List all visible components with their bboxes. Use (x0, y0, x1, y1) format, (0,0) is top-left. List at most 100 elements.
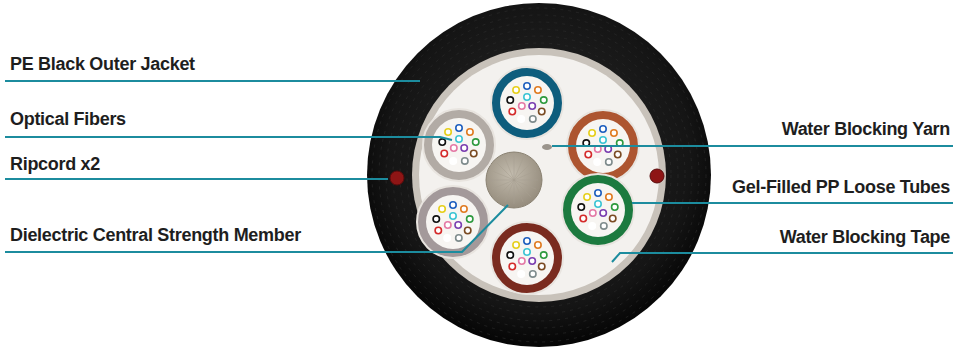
optical-fiber (450, 202, 456, 208)
optical-fiber (441, 150, 447, 156)
optical-fiber (589, 130, 595, 136)
optical-fiber (519, 103, 525, 109)
leader-line (5, 178, 388, 180)
optical-fiber (594, 159, 600, 165)
optical-fiber (467, 129, 473, 135)
optical-fiber (529, 258, 535, 264)
optical-fiber (530, 271, 536, 277)
callout-label: Gel-Filled PP Loose Tubes (732, 178, 950, 198)
optical-fiber (535, 87, 541, 93)
optical-fiber (519, 258, 525, 264)
leader-line (5, 80, 420, 82)
loose-tube (491, 222, 563, 294)
optical-fiber (612, 204, 618, 210)
member-texture (492, 171, 536, 189)
optical-fiber (524, 83, 530, 89)
optical-fiber (600, 126, 606, 132)
loose-tube (562, 174, 634, 246)
optical-fiber (600, 137, 606, 143)
optical-fiber (465, 227, 471, 233)
optical-fiber (451, 145, 457, 151)
callout-label: PE Black Outer Jacket (10, 55, 195, 75)
optical-fiber (518, 116, 524, 122)
optical-fiber (439, 206, 445, 212)
callout-label: Water Blocking Tape (780, 228, 950, 248)
optical-fiber (539, 263, 545, 269)
jacket-texture (379, 15, 699, 335)
tube-gel (432, 118, 486, 172)
optical-fiber (450, 213, 456, 219)
loose-tube (423, 109, 495, 181)
optical-fiber (507, 252, 513, 258)
ripcord (390, 171, 404, 185)
optical-fiber (444, 235, 450, 241)
optical-fiber (456, 136, 462, 142)
optical-fiber (507, 97, 513, 103)
optical-fiber (595, 201, 601, 207)
optical-fiber (435, 227, 441, 233)
optical-fiber (524, 94, 530, 100)
optical-fiber (615, 151, 621, 157)
optical-fiber (467, 216, 473, 222)
optical-fiber (584, 194, 590, 200)
optical-fiber (529, 103, 535, 109)
optical-fiber (513, 242, 519, 248)
optical-fiber (445, 222, 451, 228)
leader-line (5, 137, 452, 140)
jacket-texture (372, 8, 706, 342)
optical-fiber (606, 159, 612, 165)
optical-fiber (600, 210, 606, 216)
callout-label: Optical Fibers (10, 110, 126, 130)
optical-fiber (541, 97, 547, 103)
optical-fiber (590, 210, 596, 216)
leader-lines (5, 81, 953, 262)
optical-fiber (541, 252, 547, 258)
optical-fiber (589, 223, 595, 229)
optical-fiber (518, 271, 524, 277)
ripcord (650, 169, 664, 183)
optical-fiber (462, 158, 468, 164)
optical-fiber (445, 129, 451, 135)
leader-line (5, 205, 508, 252)
optical-fiber (471, 150, 477, 156)
central-strength-member (486, 152, 542, 208)
optical-fiber (578, 204, 584, 210)
optical-fiber (610, 215, 616, 221)
optical-fiber (461, 206, 467, 212)
optical-fiber (539, 108, 545, 114)
leader-line (612, 253, 953, 262)
leader-line (632, 202, 953, 204)
callout-label: Water Blocking Yarn (782, 120, 950, 140)
optical-fiber (433, 216, 439, 222)
optical-fiber (455, 222, 461, 228)
optical-fiber (606, 194, 612, 200)
jacket-texture (393, 29, 685, 321)
optical-fiber (595, 190, 601, 196)
leader-line (552, 145, 953, 147)
loose-tube (491, 67, 563, 139)
optical-fiber (461, 145, 467, 151)
callout-label: Dielectric Central Strength Member (10, 226, 301, 246)
optical-fiber (585, 151, 591, 157)
tube-gel (500, 231, 554, 285)
optical-fiber (439, 139, 445, 145)
tube-gel (571, 183, 625, 237)
optical-fiber (450, 158, 456, 164)
tube-gel (500, 76, 554, 130)
optical-fiber (456, 235, 462, 241)
cable-core (419, 55, 659, 295)
optical-fiber (530, 116, 536, 122)
optical-fiber (513, 87, 519, 93)
optical-fiber (509, 108, 515, 114)
jacket-texture (386, 22, 692, 328)
optical-fiber (456, 125, 462, 131)
jacket-texture (407, 43, 671, 307)
jacket-texture (400, 36, 678, 314)
water-blocking-yarn (542, 144, 552, 150)
cable-illustration (367, 3, 711, 347)
outer-jacket (367, 3, 711, 347)
loose-tube (417, 186, 489, 258)
optical-fiber (611, 130, 617, 136)
optical-fiber (535, 242, 541, 248)
